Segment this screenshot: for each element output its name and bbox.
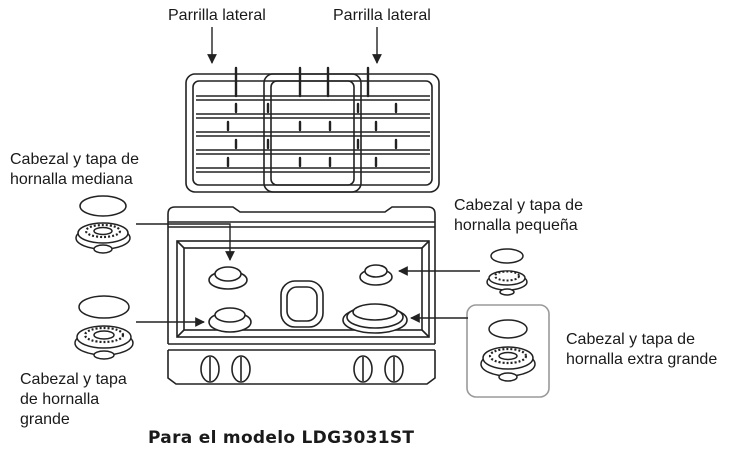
label-line: hornalla mediana (10, 171, 133, 188)
label-line: Cabezal y tapa de (566, 331, 695, 348)
label-line: grande (20, 411, 70, 428)
range-body (167, 206, 436, 385)
model-caption: Para el modelo LDG3031ST (148, 428, 415, 448)
label-line: Cabezal y tapa (20, 371, 127, 388)
label-medium-burner: Cabezal y tapa de hornalla mediana (10, 150, 139, 190)
arrows (136, 27, 480, 327)
cooktop-burner-center-oval (280, 280, 324, 328)
label-line: Cabezal y tapa de (10, 151, 139, 168)
arrow-medium (136, 223, 235, 261)
label-line: hornalla pequeña (454, 217, 578, 234)
label-large-burner: Cabezal y tapa de hornalla grande (20, 370, 127, 430)
label-line: de hornalla (20, 391, 100, 408)
knob (353, 355, 373, 383)
label-xlarge-burner: Cabezal y tapa de hornalla extra grande (566, 330, 717, 370)
part-large-burner (74, 295, 134, 360)
grates (185, 66, 440, 193)
part-xlarge-burner (480, 319, 536, 382)
cooktop-burner-medium (208, 266, 248, 290)
part-small-burner (486, 248, 528, 296)
grate-left (185, 73, 362, 193)
label-side-grate-left: Parrilla lateral (168, 7, 266, 24)
part-medium-burner (75, 195, 131, 254)
xlarge-highlight-box (466, 304, 550, 398)
cooktop-burner-xlarge (342, 303, 408, 334)
label-side-grate-right: Parrilla lateral (333, 7, 431, 24)
knob (384, 355, 404, 383)
control-knobs (200, 355, 404, 383)
cooktop-burner-small (359, 264, 393, 286)
label-line: hornalla extra grande (566, 351, 718, 368)
knob (200, 355, 220, 383)
label-small-burner: Cabezal y tapa de hornalla pequeña (454, 196, 583, 236)
knob (231, 355, 251, 383)
label-line: Cabezal y tapa de (454, 197, 583, 214)
cooktop-burner-large (208, 307, 252, 333)
grate-right (263, 73, 440, 193)
